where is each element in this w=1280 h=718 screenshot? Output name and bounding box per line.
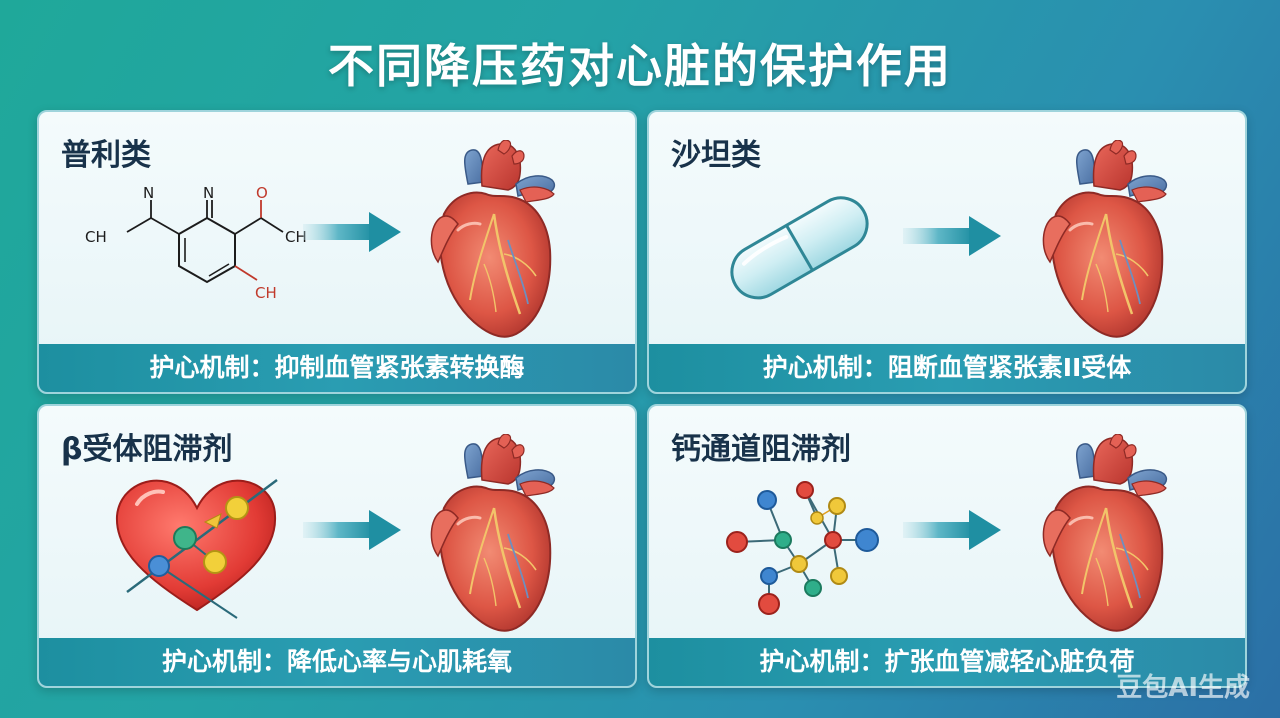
right-arrow-icon	[903, 216, 1001, 256]
anatomical-heart-icon	[429, 434, 556, 633]
card-title: 沙坦类	[671, 138, 761, 173]
mechanism-bar: 护心机制：阻断血管紧张素II受体	[649, 344, 1245, 392]
mechanism-bar: 护心机制：降低心率与心肌耗氧	[39, 638, 635, 686]
right-arrow-icon	[303, 510, 401, 550]
heart-molecule-icon	[115, 478, 278, 619]
right-arrow-icon	[303, 212, 401, 252]
chem-label-n: N	[203, 184, 214, 202]
anatomical-heart-icon	[1041, 140, 1168, 339]
chem-label-n: N	[143, 184, 154, 202]
card-title: β受体阻滞剂	[61, 432, 233, 467]
card-arb: 沙坦类 护心机制：阻断血管紧张素II受体	[647, 110, 1247, 394]
card-ccb: 钙通道阻滞剂 护心机	[647, 404, 1247, 688]
molecule-network-icon	[726, 481, 879, 615]
mechanism-bar: 护心机制：扩张血管减轻心脏负荷	[649, 638, 1245, 686]
card-acei: 普利类 N N O CH CH CH 护心机制：抑制血管紧张素转换酶	[37, 110, 637, 394]
mechanism-bar: 护心机制：抑制血管紧张素转换酶	[39, 344, 635, 392]
card-title: 钙通道阻滞剂	[671, 432, 851, 467]
chem-label-ch: CH	[85, 228, 107, 246]
chem-label-o: O	[256, 184, 268, 202]
right-arrow-icon	[903, 510, 1001, 550]
anatomical-heart-icon	[1041, 434, 1168, 633]
capsule-icon	[730, 196, 869, 300]
chemical-structure-icon: N N O CH CH CH	[85, 184, 307, 302]
page-title: 不同降压药对心脏的保护作用	[328, 39, 952, 93]
watermark: 豆包AI生成	[1116, 673, 1250, 703]
chem-label-ch: CH	[285, 228, 307, 246]
anatomical-heart-icon	[429, 140, 556, 339]
card-title: 普利类	[61, 138, 151, 173]
card-beta-blocker: β受体阻滞剂 护心机制：降低心率与心肌耗氧	[37, 404, 637, 688]
chem-label-ch: CH	[255, 284, 277, 302]
